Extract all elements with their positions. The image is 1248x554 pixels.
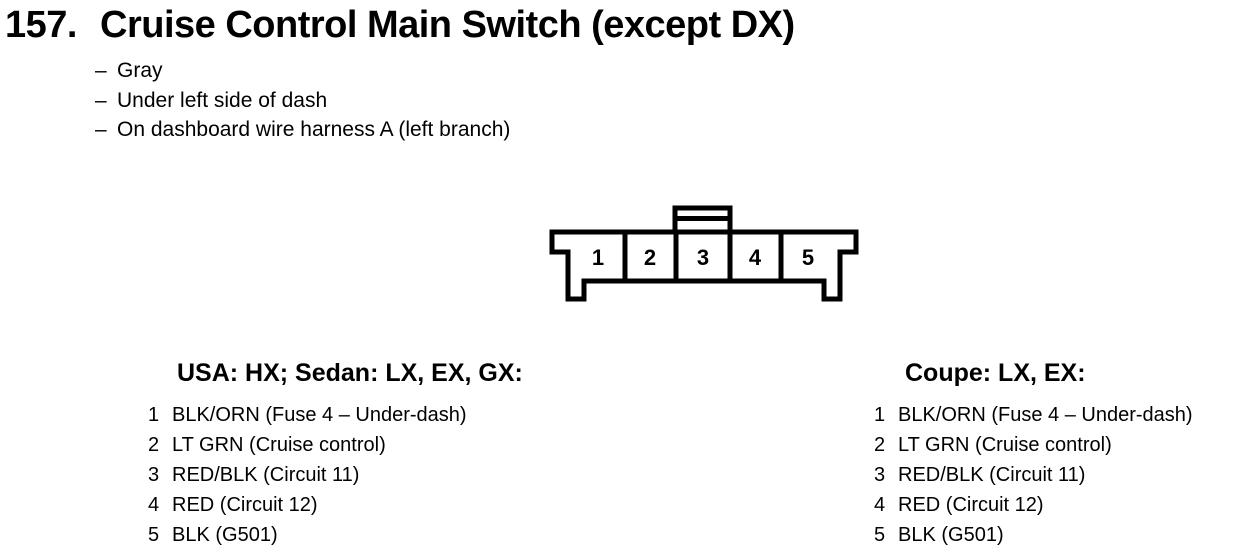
pin-number: 3 bbox=[148, 464, 160, 486]
note-dash: – bbox=[95, 88, 107, 112]
connector-diagram: 1 2 3 4 5 bbox=[545, 202, 865, 320]
note-text: Gray bbox=[117, 59, 163, 82]
note-item: – On dashboard wire harness A (left bran… bbox=[95, 115, 510, 145]
pin-number: 4 bbox=[749, 245, 762, 270]
pin-number: 1 bbox=[148, 404, 160, 426]
pin-number: 3 bbox=[697, 245, 709, 270]
page-title: Cruise Control Main Switch (except DX) bbox=[100, 4, 795, 46]
pinout-header-coupe: Coupe: LX, EX: bbox=[905, 359, 1086, 387]
pin-number: 1 bbox=[874, 404, 886, 426]
pin-number: 5 bbox=[802, 245, 814, 270]
pinout-row: 3 RED/BLK (Circuit 11) bbox=[148, 460, 467, 490]
wire-label: BLK (G501) bbox=[898, 524, 1004, 546]
pin-number: 4 bbox=[874, 494, 886, 516]
note-item: – Gray bbox=[95, 56, 510, 86]
pinout-usa-sedan: 1 BLK/ORN (Fuse 4 – Under-dash) 2 LT GRN… bbox=[148, 400, 467, 550]
pin-number: 4 bbox=[148, 494, 160, 516]
note-item: – Under left side of dash bbox=[95, 86, 510, 116]
note-dash: – bbox=[95, 118, 107, 141]
pinout-row: 5 BLK (G501) bbox=[148, 520, 467, 550]
pin-number: 3 bbox=[874, 464, 886, 486]
pinout-row: 3 RED/BLK (Circuit 11) bbox=[874, 460, 1193, 490]
pinout-coupe: 1 BLK/ORN (Fuse 4 – Under-dash) 2 LT GRN… bbox=[874, 400, 1193, 550]
pin-number: 5 bbox=[874, 524, 886, 546]
note-text: On dashboard wire harness A (left branch… bbox=[117, 118, 511, 141]
pinout-row: 1 BLK/ORN (Fuse 4 – Under-dash) bbox=[874, 400, 1193, 430]
pinout-row: 1 BLK/ORN (Fuse 4 – Under-dash) bbox=[148, 400, 467, 430]
pin-number: 2 bbox=[874, 434, 886, 456]
pinout-row: 2 LT GRN (Cruise control) bbox=[148, 430, 467, 460]
wire-label: BLK/ORN (Fuse 4 – Under-dash) bbox=[898, 404, 1193, 426]
section-title-row: 157. Cruise Control Main Switch (except … bbox=[5, 4, 795, 47]
section-number: 157. bbox=[5, 4, 77, 46]
pinout-row: 2 LT GRN (Cruise control) bbox=[874, 430, 1193, 460]
pin-number: 2 bbox=[148, 434, 160, 456]
notes-list: – Gray – Under left side of dash – On da… bbox=[95, 56, 510, 145]
wire-label: RED (Circuit 12) bbox=[898, 494, 1044, 516]
pinout-row: 5 BLK (G501) bbox=[874, 520, 1193, 550]
pinout-row: 4 RED (Circuit 12) bbox=[148, 490, 467, 520]
pin-number: 2 bbox=[644, 245, 656, 270]
wire-label: RED/BLK (Circuit 11) bbox=[898, 464, 1086, 486]
wire-label: BLK/ORN (Fuse 4 – Under-dash) bbox=[172, 404, 467, 426]
wire-label: BLK (G501) bbox=[172, 524, 278, 546]
pin-number: 1 bbox=[592, 245, 604, 270]
wire-label: RED (Circuit 12) bbox=[172, 494, 318, 516]
note-dash: – bbox=[95, 59, 107, 82]
wire-label: LT GRN (Cruise control) bbox=[172, 434, 386, 456]
pinout-header-usa-sedan: USA: HX; Sedan: LX, EX, GX: bbox=[177, 359, 523, 387]
note-text: Under left side of dash bbox=[117, 88, 328, 112]
wire-label: RED/BLK (Circuit 11) bbox=[172, 464, 360, 486]
pin-number: 5 bbox=[148, 524, 160, 546]
wire-label: LT GRN (Cruise control) bbox=[898, 434, 1112, 456]
pinout-row: 4 RED (Circuit 12) bbox=[874, 490, 1193, 520]
